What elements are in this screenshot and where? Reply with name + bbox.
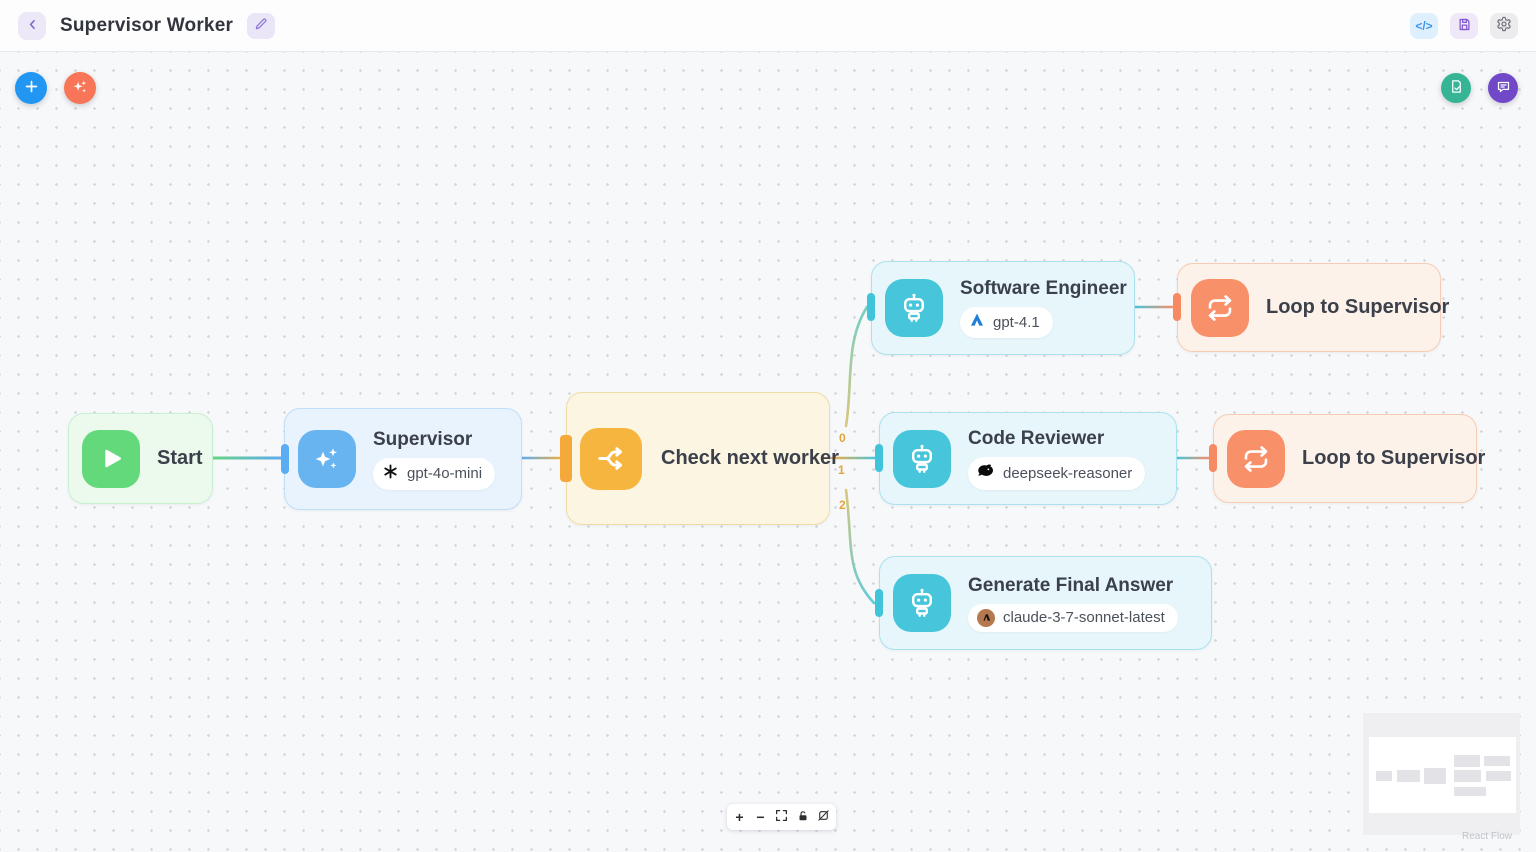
node-loop-to-supervisor-1[interactable]: Loop to Supervisor [1177, 263, 1449, 352]
edge-branch-0[interactable] [844, 305, 869, 428]
minimap-node-loop-1 [1484, 756, 1510, 766]
node-start-label: Start [157, 447, 203, 469]
minimap-node-generate-final-answer [1454, 787, 1486, 796]
edge-branch-2[interactable] [844, 488, 876, 605]
model-name: deepseek-reasoner [1003, 464, 1133, 482]
pencil-icon [254, 17, 268, 34]
sparkles-icon [298, 430, 356, 488]
chat-bubble-icon [1496, 79, 1511, 97]
view-code-button[interactable]: </> [1410, 12, 1438, 39]
auto-layout-toggle-button[interactable] [813, 806, 834, 828]
deepseek-logo-icon [977, 462, 995, 485]
flow-canvas[interactable]: Start Supervisor gpt-4o-mini Check next … [0, 52, 1536, 852]
run-check-button[interactable] [1441, 73, 1471, 103]
minimap-node-code-reviewer [1454, 770, 1481, 782]
model-name: gpt-4o-mini [407, 465, 483, 482]
model-name: gpt-4.1 [993, 314, 1040, 331]
node-loop-to-supervisor-2-label: Loop to Supervisor [1302, 447, 1486, 469]
robot-icon [885, 279, 943, 337]
document-check-icon [1449, 79, 1464, 97]
settings-button[interactable] [1490, 12, 1518, 39]
handle-generate-final-answer-in[interactable] [875, 589, 883, 617]
node-code-reviewer-label: Code Reviewer [968, 427, 1105, 449]
model-badge: gpt-4.1 [960, 307, 1053, 338]
save-button[interactable] [1450, 12, 1478, 39]
node-generate-final-answer[interactable]: Generate Final Answer claude-3-7-sonnet-… [879, 556, 1212, 650]
node-check-next-worker[interactable]: Check next worker [566, 392, 839, 525]
node-loop-to-supervisor-2[interactable]: Loop to Supervisor [1213, 414, 1485, 503]
node-software-engineer-label: Software Engineer [960, 278, 1127, 299]
react-flow-attribution[interactable]: React Flow [1462, 831, 1513, 842]
node-start[interactable]: Start [68, 413, 213, 504]
azure-logo-icon [969, 312, 985, 333]
edge-label-2: 2 [839, 498, 846, 512]
node-loop-to-supervisor-1-label: Loop to Supervisor [1266, 296, 1450, 318]
edge-label-1: 1 [838, 463, 845, 477]
node-generate-final-answer-label: Generate Final Answer [968, 574, 1174, 596]
minimap-node-check-next-worker [1424, 768, 1446, 784]
code-brackets-icon: </> [1415, 18, 1433, 33]
page-title: Supervisor Worker [60, 14, 234, 36]
handle-check-next-worker-in[interactable] [560, 435, 572, 482]
handle-loop-1-in[interactable] [1173, 293, 1181, 321]
ai-assist-button[interactable] [64, 72, 96, 104]
plus-icon: + [735, 809, 744, 825]
lock-interactivity-button[interactable] [792, 806, 813, 828]
model-name: claude-3-7-sonnet-latest [1003, 609, 1165, 626]
model-badge: deepseek-reasoner [968, 456, 1146, 490]
handle-software-engineer-in[interactable] [867, 293, 875, 321]
zoom-in-button[interactable]: + [729, 806, 750, 828]
minimap[interactable] [1363, 713, 1520, 835]
minimap-node-loop-2 [1486, 771, 1511, 781]
edge-label-0: 0 [839, 431, 846, 445]
top-bar: Supervisor Worker </> [0, 0, 1536, 52]
chevron-left-icon [25, 17, 40, 35]
wand-off-icon [817, 809, 830, 825]
node-code-reviewer[interactable]: Code Reviewer deepseek-reasoner [879, 412, 1177, 505]
handle-supervisor-in[interactable] [281, 444, 289, 474]
node-check-next-worker-label: Check next worker [661, 447, 839, 469]
floppy-disk-icon [1457, 17, 1472, 35]
loop-icon [1191, 278, 1249, 337]
robot-icon [893, 429, 951, 488]
node-supervisor-label: Supervisor [373, 428, 473, 450]
sparkles-icon [71, 78, 89, 99]
minimap-node-software-engineer [1454, 755, 1480, 767]
edit-title-button[interactable] [247, 12, 276, 39]
minus-icon: − [756, 809, 765, 825]
plus-icon [23, 78, 40, 98]
add-node-button[interactable] [15, 72, 47, 104]
openai-logo-icon [382, 463, 399, 485]
lock-icon [797, 809, 809, 825]
loop-icon [1227, 429, 1285, 488]
handle-loop-2-in[interactable] [1209, 444, 1217, 472]
fit-view-button[interactable] [771, 806, 792, 828]
minimap-node-supervisor [1397, 770, 1420, 782]
model-badge: claude-3-7-sonnet-latest [968, 603, 1178, 632]
minimap-node-start [1376, 771, 1392, 781]
model-badge: gpt-4o-mini [373, 457, 496, 490]
node-software-engineer[interactable]: Software Engineer gpt-4.1 [871, 261, 1135, 355]
play-icon [82, 429, 140, 488]
gear-icon [1496, 16, 1512, 35]
robot-icon [893, 574, 951, 632]
anthropic-logo-icon [977, 608, 995, 627]
fit-view-icon [775, 809, 788, 825]
back-button[interactable] [18, 11, 46, 40]
branch-split-icon [580, 427, 642, 490]
canvas-controls: + − [727, 804, 836, 830]
zoom-out-button[interactable]: − [750, 806, 771, 828]
chat-button[interactable] [1488, 73, 1518, 103]
node-supervisor[interactable]: Supervisor gpt-4o-mini [284, 408, 522, 510]
handle-code-reviewer-in[interactable] [875, 444, 883, 472]
